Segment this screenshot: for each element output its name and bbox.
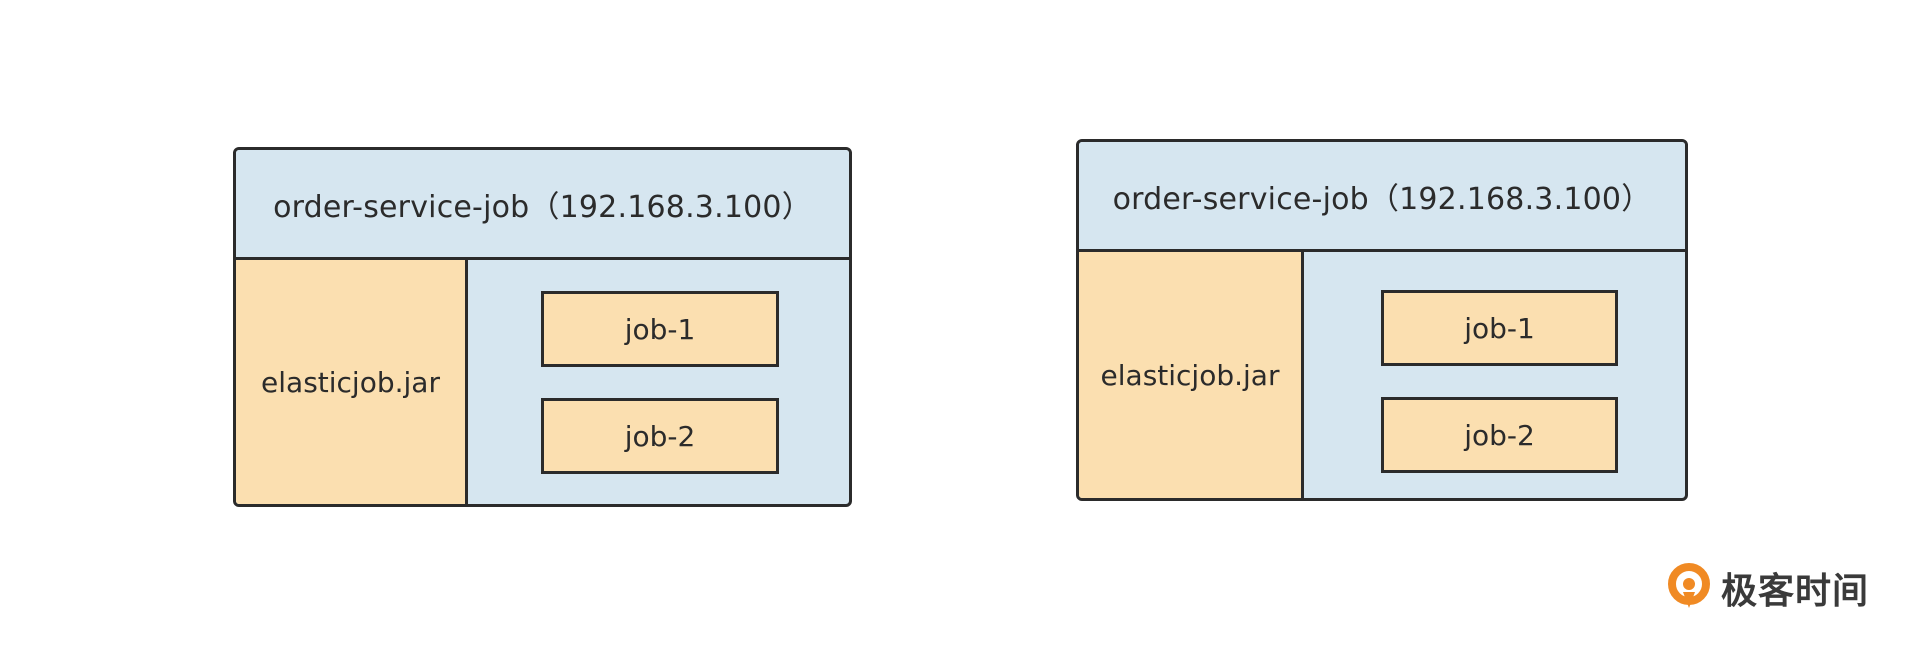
geektime-logo-icon — [1668, 563, 1710, 608]
job-label-2-2: job-2 — [1464, 418, 1535, 452]
server-title-2: order-service-job（192.168.3.100） — [1112, 181, 1652, 217]
jar-label-1: elasticjob.jar — [261, 365, 440, 399]
job-box-2-2: job-2 — [1381, 397, 1618, 473]
server-header-1: order-service-job（192.168.3.100） — [236, 150, 849, 260]
jar-panel-1: elasticjob.jar — [236, 260, 468, 504]
job-box-2-1: job-1 — [1381, 290, 1618, 366]
jar-panel-2: elasticjob.jar — [1079, 252, 1304, 498]
server-title-1: order-service-job（192.168.3.100） — [273, 189, 812, 225]
job-label-2-1: job-1 — [1464, 311, 1535, 345]
server-box-1: order-service-job（192.168.3.100） elastic… — [233, 147, 852, 507]
job-box-1-2: job-2 — [541, 398, 779, 474]
server-header-2: order-service-job（192.168.3.100） — [1079, 142, 1685, 252]
brand-text: 极客时间 — [1721, 571, 1870, 612]
job-label-1-1: job-1 — [624, 312, 696, 346]
server-box-2: order-service-job（192.168.3.100） elastic… — [1076, 139, 1688, 501]
brand-watermark: 极客时间 — [1665, 560, 1869, 616]
job-box-1-1: job-1 — [541, 291, 779, 367]
jar-label-2: elasticjob.jar — [1100, 358, 1280, 392]
job-label-1-2: job-2 — [624, 419, 696, 453]
